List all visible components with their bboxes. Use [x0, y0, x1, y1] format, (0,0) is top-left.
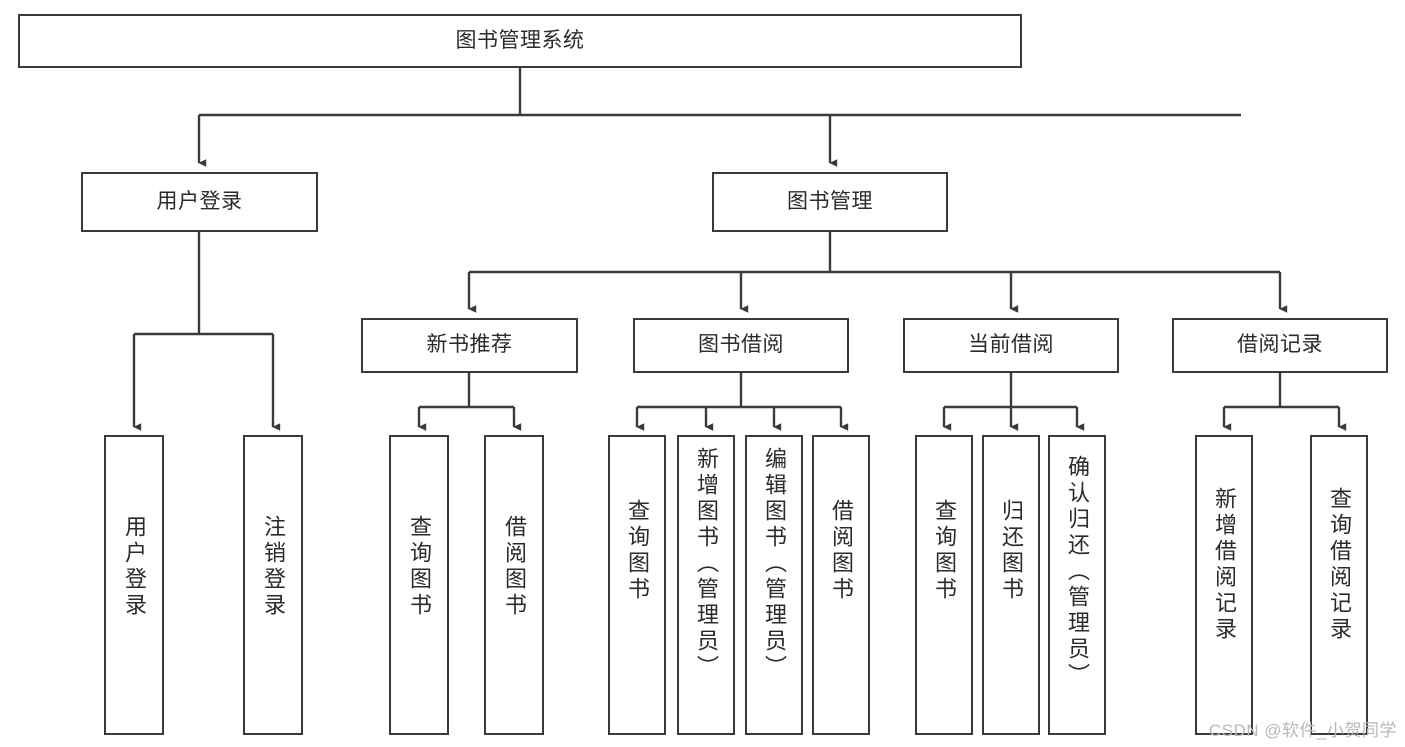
node-leaf-edit-book-label: 编辑图书（管理员）: [762, 447, 787, 681]
node-borrow-record[interactable]: 借阅记录: [1172, 318, 1388, 373]
node-leaf-query-book-3[interactable]: 查询图书: [915, 435, 973, 735]
node-current-borrow-label: 当前借阅: [968, 333, 1054, 357]
node-leaf-add-book[interactable]: 新增图书（管理员）: [677, 435, 735, 735]
node-book-borrow-label: 图书借阅: [698, 333, 784, 357]
node-book-borrow[interactable]: 图书借阅: [633, 318, 849, 373]
node-root[interactable]: 图书管理系统: [18, 14, 1022, 68]
node-leaf-borrow-book-1[interactable]: 借阅图书: [484, 435, 544, 735]
node-leaf-borrow-book-2-label: 借阅图书: [829, 499, 854, 603]
node-user-login-label: 用户登录: [156, 189, 243, 213]
node-leaf-borrow-book-1-label: 借阅图书: [502, 515, 527, 619]
node-leaf-confirm-return[interactable]: 确认归还（管理员）: [1048, 435, 1106, 735]
node-leaf-query-record-label: 查询借阅记录: [1327, 487, 1352, 643]
node-current-borrow[interactable]: 当前借阅: [903, 318, 1119, 373]
node-leaf-logout-label: 注销登录: [261, 515, 286, 619]
node-leaf-query-book-2[interactable]: 查询图书: [608, 435, 666, 735]
node-leaf-query-book-2-label: 查询图书: [625, 499, 650, 603]
node-leaf-confirm-return-label: 确认归还（管理员）: [1065, 455, 1090, 689]
node-new-book-rec[interactable]: 新书推荐: [361, 318, 578, 373]
node-leaf-user-login-label: 用户登录: [122, 515, 147, 619]
node-new-book-rec-label: 新书推荐: [426, 333, 513, 357]
node-leaf-return-book-label: 归还图书: [999, 499, 1024, 603]
node-leaf-user-login[interactable]: 用户登录: [104, 435, 164, 735]
node-leaf-query-book-1[interactable]: 查询图书: [389, 435, 449, 735]
node-leaf-edit-book[interactable]: 编辑图书（管理员）: [745, 435, 803, 735]
node-borrow-record-label: 借阅记录: [1237, 333, 1323, 357]
node-leaf-add-book-label: 新增图书（管理员）: [694, 447, 719, 681]
node-user-login[interactable]: 用户登录: [81, 172, 318, 232]
node-leaf-return-book[interactable]: 归还图书: [982, 435, 1040, 735]
node-leaf-add-record-label: 新增借阅记录: [1212, 487, 1237, 643]
node-leaf-logout[interactable]: 注销登录: [243, 435, 303, 735]
node-leaf-borrow-book-2[interactable]: 借阅图书: [812, 435, 870, 735]
node-leaf-query-book-3-label: 查询图书: [932, 499, 957, 603]
node-book-manage-label: 图书管理: [787, 189, 873, 213]
node-leaf-add-record[interactable]: 新增借阅记录: [1195, 435, 1253, 735]
node-root-label: 图书管理系统: [455, 28, 585, 52]
node-leaf-query-record[interactable]: 查询借阅记录: [1310, 435, 1368, 735]
node-leaf-query-book-1-label: 查询图书: [407, 515, 432, 619]
node-book-manage[interactable]: 图书管理: [712, 172, 948, 232]
